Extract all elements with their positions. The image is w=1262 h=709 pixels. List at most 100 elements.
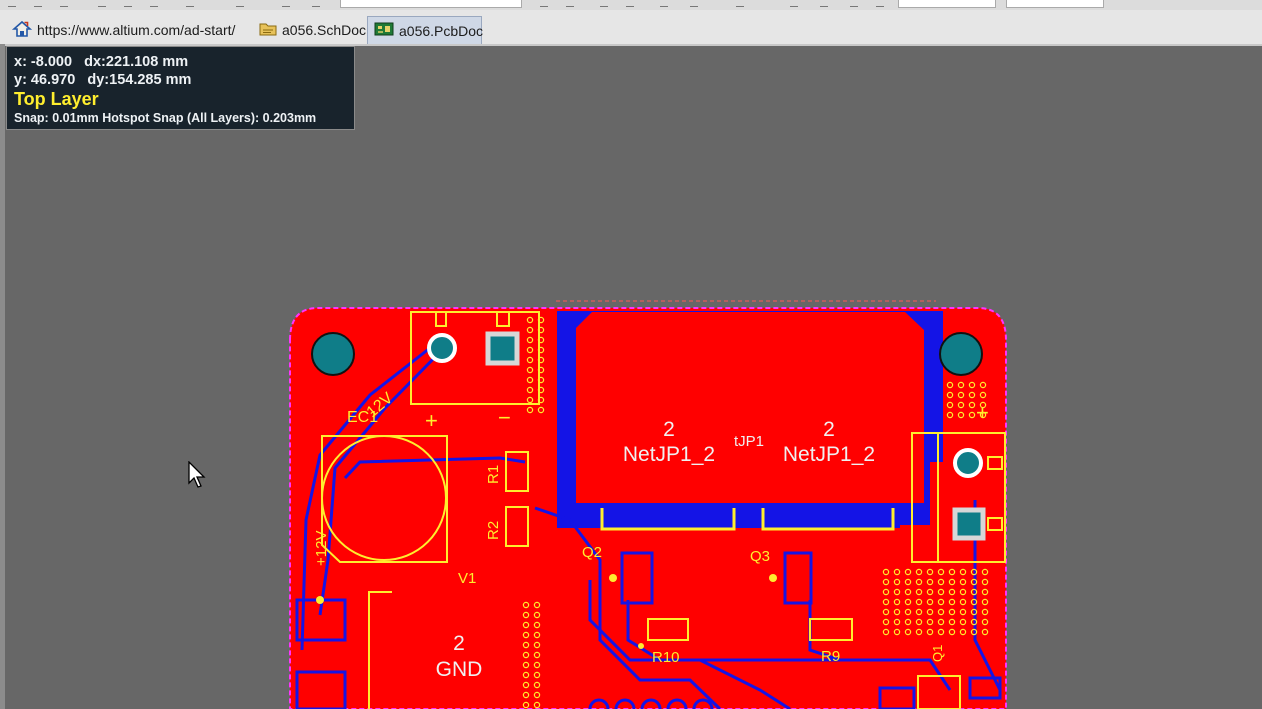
via [904,568,912,576]
smd-pad [968,676,1002,700]
silkscreen-v1-outline [368,591,392,709]
tab-pcb-doc[interactable]: a056.PcbDoc [367,16,483,44]
via [522,621,530,629]
label-plus-right: + [976,400,989,425]
toolbar-button[interactable] [34,0,42,7]
label-q3: Q3 [750,548,770,565]
tab-label: a056.SchDoc [282,22,367,38]
tab-altium-start-page[interactable]: https://www.altium.com/ad-start/ [6,16,252,44]
via [959,578,967,586]
pcb-doc-icon [374,21,394,40]
toolbar-button[interactable] [60,0,68,7]
via [981,568,989,576]
via [522,671,530,679]
via [970,598,978,606]
via [926,628,934,636]
via [893,588,901,596]
toolbar-button[interactable] [236,0,244,7]
via [937,608,945,616]
via [526,316,534,324]
via [640,698,662,709]
via [533,611,541,619]
toolbar-field[interactable] [1006,0,1104,8]
label-r10: R10 [652,649,680,666]
via [537,396,545,404]
toolbar-button[interactable] [566,0,574,7]
toolbar-field[interactable] [898,0,996,8]
via [526,346,534,354]
toolbar-button[interactable] [124,0,132,7]
toolbar-button[interactable] [876,0,884,7]
via [537,406,545,414]
via [522,701,530,709]
via [915,618,923,626]
via [537,326,545,334]
via [588,698,610,709]
via [979,381,987,389]
copper-region-inner [576,312,924,503]
toolbar-button[interactable] [660,0,668,7]
label-12v-rotated: +12V [313,531,330,566]
coordinate-hud: x: -8.000 dx:221.108 mm y: 46.970 dy:154… [6,46,355,130]
toolbar-button[interactable] [736,0,744,7]
toolbar-field[interactable] [340,0,522,8]
via [893,628,901,636]
silkscreen-tab [987,456,1003,470]
label-r9: R9 [821,648,840,665]
via [533,671,541,679]
toolbar-button[interactable] [312,0,320,7]
via [926,588,934,596]
via [970,578,978,586]
net-number-left: 2 [663,418,675,441]
via [946,391,954,399]
via [915,588,923,596]
smd-pad [620,551,654,605]
net-number-gnd: 2 [453,632,465,655]
via [533,651,541,659]
via [959,588,967,596]
toolbar-button[interactable] [600,0,608,7]
toolbar-button[interactable] [186,0,194,7]
marker-dot [609,574,617,582]
via [937,628,945,636]
via [915,578,923,586]
via [946,411,954,419]
via [948,628,956,636]
via [893,568,901,576]
mounting-hole [311,332,355,376]
net-name-right: NetJP1_2 [783,443,875,466]
via [970,588,978,596]
via [537,336,545,344]
label-q2: Q2 [582,544,602,561]
toolbar-button[interactable] [98,0,106,7]
toolbar-button[interactable] [282,0,290,7]
toolbar-button[interactable] [626,0,634,7]
tab-schematic-doc[interactable]: a056.SchDoc [253,16,367,44]
toolbar-button[interactable] [850,0,858,7]
via [893,618,901,626]
via [959,568,967,576]
silkscreen-slot [761,508,895,531]
via [957,401,965,409]
panel-edge[interactable] [0,44,5,709]
toolbar-button[interactable] [8,0,16,7]
via [970,618,978,626]
silkscreen-box [917,675,961,709]
via [882,608,890,616]
via [937,618,945,626]
toolbar-button[interactable] [540,0,548,7]
toolbar-button[interactable] [790,0,798,7]
via [533,691,541,699]
via [957,391,965,399]
via [692,698,714,709]
toolbar-button[interactable] [690,0,698,7]
via [981,608,989,616]
via [537,386,545,394]
toolbar-button[interactable] [150,0,158,7]
toolbar-button[interactable] [820,0,828,7]
label-v1: V1 [458,570,476,587]
via [666,698,688,709]
via [948,618,956,626]
via [522,681,530,689]
